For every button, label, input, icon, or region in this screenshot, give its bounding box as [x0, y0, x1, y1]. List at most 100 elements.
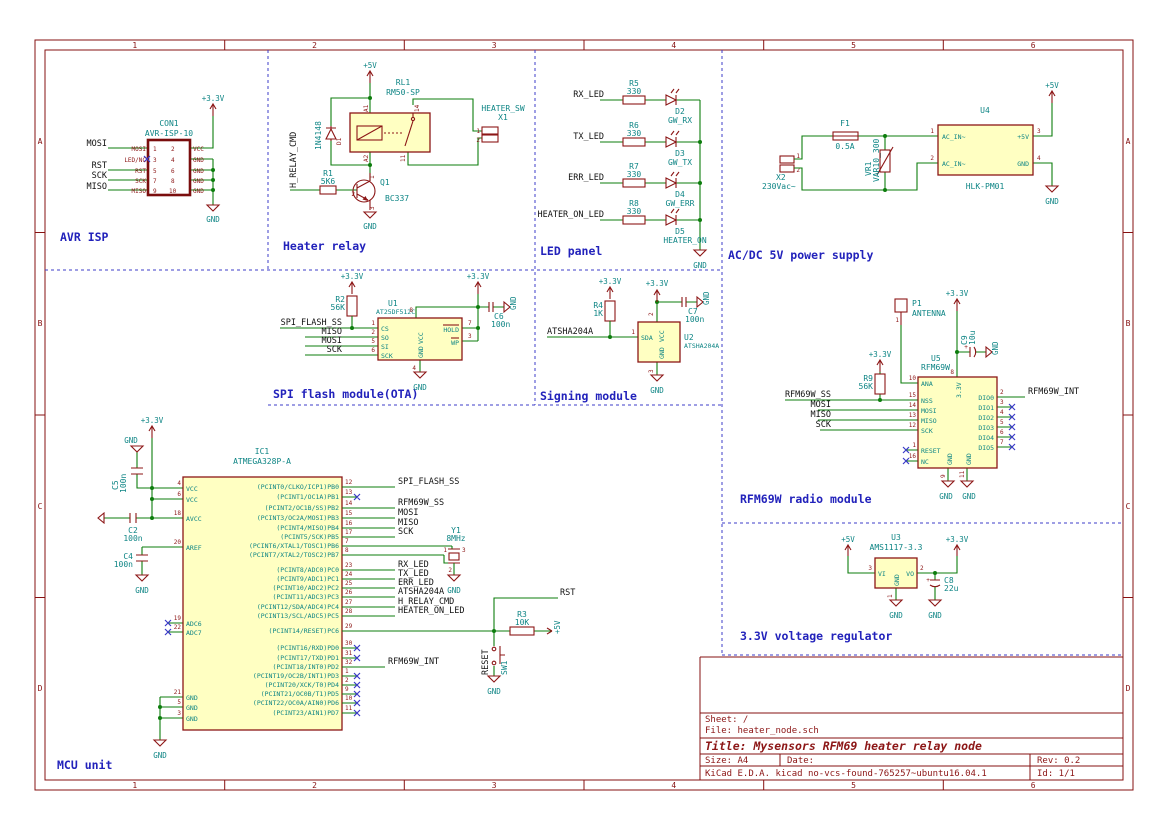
- r2-ref[interactable]: R2: [335, 295, 345, 304]
- reset-circuit[interactable]: RST R3 10K +5V RESET SW1 GND: [481, 588, 575, 696]
- net-label-mosi[interactable]: MOSI: [322, 336, 342, 346]
- c4-ref[interactable]: C4: [123, 552, 133, 561]
- d1-ref[interactable]: D1: [336, 137, 343, 145]
- gnd-label[interactable]: GND: [693, 261, 707, 270]
- ic1-ref[interactable]: IC1: [255, 447, 270, 456]
- c6-ref[interactable]: C6: [494, 312, 504, 321]
- r3-ref[interactable]: R3: [517, 610, 527, 619]
- net-label-heater-on-led[interactable]: HEATER_ON_LED: [537, 210, 604, 220]
- u2-ref[interactable]: U2: [684, 333, 694, 342]
- led-panel-circuit[interactable]: RX_LED TX_LED ERR_LED HEATER_ON_LED R5 3…: [537, 79, 708, 270]
- power-flag-3v3[interactable]: +3.3V: [141, 416, 164, 425]
- net-label-rst[interactable]: RST: [560, 588, 575, 598]
- net-label-sck[interactable]: SCK: [327, 345, 343, 355]
- avr-ref[interactable]: CON1: [159, 119, 178, 128]
- sw1-ref[interactable]: SW1: [500, 660, 509, 675]
- r3-value[interactable]: 10K: [515, 618, 530, 627]
- power-flag-3v3[interactable]: +3.3V: [646, 279, 669, 288]
- c5-ref[interactable]: C5: [111, 480, 120, 490]
- r6-ref[interactable]: R6: [629, 121, 639, 130]
- r7-value[interactable]: 330: [627, 170, 642, 179]
- net-label-err-led[interactable]: ERR_LED: [568, 173, 604, 183]
- power-flag-5v[interactable]: +5V: [553, 620, 562, 634]
- x1-value[interactable]: HEATER_SW: [481, 104, 525, 113]
- q1-value[interactable]: BC337: [385, 194, 409, 203]
- net-label-err-led[interactable]: ERR_LED: [398, 578, 434, 588]
- gnd-label[interactable]: GND: [509, 296, 518, 310]
- net-label-tx-led[interactable]: TX_LED: [573, 132, 604, 142]
- x2-value[interactable]: 230Vac~: [762, 182, 796, 191]
- u3-ref[interactable]: U3: [891, 533, 901, 542]
- power-flag-5v[interactable]: +5V: [841, 535, 855, 544]
- u5-ref[interactable]: U5: [931, 354, 941, 363]
- r5-value[interactable]: 330: [627, 87, 642, 96]
- net-label-spi-flash-ss[interactable]: SPI_FLASH_SS: [398, 477, 459, 487]
- signing-module-circuit[interactable]: +3.3V R4 1K +3.3V ATSHA204A 1 SDA 2 VCC …: [547, 277, 719, 395]
- c5-value[interactable]: 100n: [119, 474, 128, 493]
- net-label-h-relay-cmd[interactable]: H_RELAY_CMD: [289, 132, 299, 188]
- c8-ref[interactable]: C8: [944, 576, 954, 585]
- net-label-rx-led[interactable]: RX_LED: [398, 560, 429, 570]
- c8-value[interactable]: 22u: [944, 584, 959, 593]
- rl1-value[interactable]: RM50-SP: [386, 88, 420, 97]
- power-flag-5v[interactable]: +5V: [1045, 81, 1059, 90]
- d5-value[interactable]: HEATER_ON: [663, 236, 707, 245]
- net-label-rx-led[interactable]: RX_LED: [573, 90, 604, 100]
- d5-ref[interactable]: D5: [675, 227, 685, 236]
- r1-value[interactable]: 5K6: [321, 177, 336, 186]
- r9-value[interactable]: 56K: [859, 382, 874, 391]
- c2-value[interactable]: 100n: [123, 534, 142, 543]
- net-label-h-relay-cmd[interactable]: H_RELAY_CMD: [398, 597, 454, 607]
- power-flag-3v3[interactable]: +3.3V: [599, 277, 622, 286]
- section-label-avr-isp[interactable]: AVR ISP: [60, 230, 109, 244]
- section-label-signing[interactable]: Signing module: [540, 389, 637, 403]
- c7-value[interactable]: 100n: [685, 315, 704, 324]
- r2-value[interactable]: 56K: [331, 303, 346, 312]
- d2-ref[interactable]: D2: [675, 107, 685, 116]
- heater-relay-circuit[interactable]: +5V 1N4148 D1 RL1 RM50-SP A1 14 A2 11 1 …: [289, 61, 525, 231]
- u2-value[interactable]: ATSHA204A: [684, 342, 719, 350]
- gnd-label[interactable]: GND: [153, 751, 167, 760]
- r8-value[interactable]: 330: [627, 207, 642, 216]
- gnd-label[interactable]: GND: [939, 492, 953, 501]
- r1-ref[interactable]: R1: [323, 169, 333, 178]
- acdc-psu-circuit[interactable]: 1 2 X2 230Vac~ F1 0.5A VR1 VAR10_300 U4 …: [762, 81, 1060, 206]
- gnd-label[interactable]: GND: [650, 386, 664, 395]
- section-label-rfm69[interactable]: RFM69W radio module: [740, 492, 872, 506]
- mcu-circuit[interactable]: IC1 ATMEGA328P-A +3.3V GND C5 100n C2 10…: [97, 416, 575, 760]
- section-label-spi-flash[interactable]: SPI flash module(OTA): [273, 387, 418, 401]
- net-label-miso[interactable]: MISO: [811, 410, 831, 420]
- gnd-label[interactable]: GND: [124, 436, 138, 445]
- section-label-psu[interactable]: AC/DC 5V power supply: [728, 248, 873, 262]
- net-label-sck[interactable]: SCK: [92, 171, 108, 181]
- net-label-rfm69w-int[interactable]: RFM69W_INT: [388, 657, 439, 667]
- power-flag-3v3[interactable]: +3.3V: [869, 350, 892, 359]
- gnd-label[interactable]: GND: [1045, 197, 1059, 206]
- x1-ref[interactable]: X1: [498, 113, 508, 122]
- f1-ref[interactable]: F1: [840, 119, 850, 128]
- y1-value[interactable]: 8MHz: [446, 534, 465, 543]
- net-label-sck[interactable]: SCK: [398, 527, 414, 537]
- rfm69-radio-circuit[interactable]: 1 P1 ANTENNA +3.3V +3.3V R9 56K + C9 10u…: [785, 289, 1079, 501]
- u3-value[interactable]: AMS1117-3.3: [870, 543, 923, 552]
- crystal-y1[interactable]: Y1 8MHz 1 3 2 GND: [443, 526, 466, 595]
- power-flag-3v3[interactable]: +3.3V: [946, 535, 969, 544]
- r6-value[interactable]: 330: [627, 129, 642, 138]
- section-label-regulator[interactable]: 3.3V voltage regulator: [740, 629, 892, 643]
- x2-ref[interactable]: X2: [776, 173, 786, 182]
- gnd-label[interactable]: GND: [135, 586, 149, 595]
- power-flag-3v3[interactable]: +3.3V: [202, 94, 225, 103]
- gnd-label[interactable]: GND: [487, 687, 501, 696]
- d4-ref[interactable]: D4: [675, 190, 685, 199]
- r7-ref[interactable]: R7: [629, 162, 639, 171]
- u1-value[interactable]: AT25DF512C: [376, 308, 415, 316]
- gnd-label[interactable]: GND: [962, 492, 976, 501]
- c4-value[interactable]: 100n: [114, 560, 133, 569]
- net-label-mosi[interactable]: MOSI: [811, 400, 831, 410]
- r8-ref[interactable]: R8: [629, 199, 639, 208]
- gnd-label[interactable]: GND: [702, 291, 711, 305]
- net-label-miso[interactable]: MISO: [87, 182, 107, 192]
- net-label-rfm69w-ss[interactable]: RFM69W_SS: [785, 390, 831, 400]
- d4-value[interactable]: GW_ERR: [666, 199, 695, 208]
- u1-ref[interactable]: U1: [388, 299, 398, 308]
